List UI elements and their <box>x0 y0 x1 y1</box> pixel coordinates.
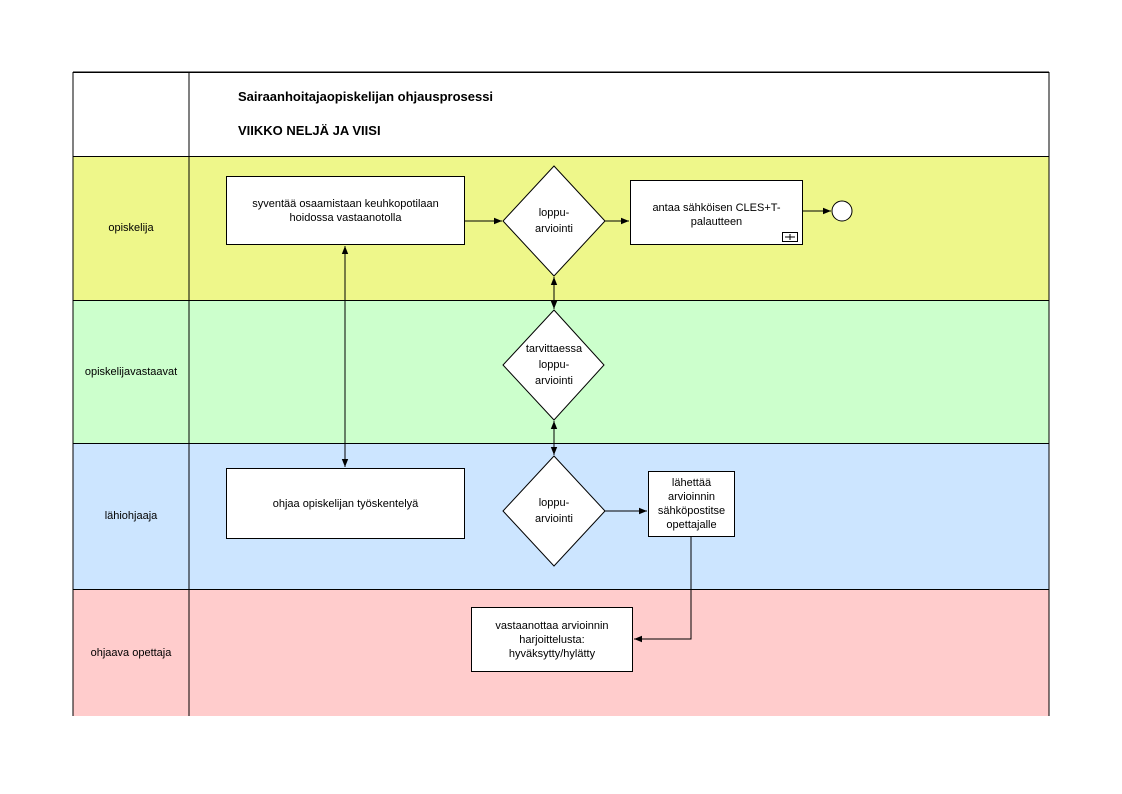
lane-label-opiskelija: opiskelija <box>108 222 154 234</box>
lane-label-ohjaava-opettaja: ohjaava opettaja <box>90 646 172 659</box>
decision-label-final-eval-2: loppu- arviointi <box>535 497 573 525</box>
task-send-evaluation: lähettää arvioinnin sähköpostitse opetta… <box>648 471 735 537</box>
lane-label-lahiohjaaja: lähiohjaaja <box>104 510 158 522</box>
task-give-feedback: antaa sähköisen CLES+T-palautteen <box>630 180 803 245</box>
task-guide-work: ohjaa opiskelijan työskentelyä <box>226 468 465 539</box>
sub-process-icon <box>782 232 798 242</box>
diagram-title: Sairaanhoitajaopiskelijan ohjausprosessi <box>238 89 494 104</box>
end-event-icon <box>831 200 853 222</box>
decision-label-final-eval-1: loppu- arviointi <box>535 207 573 235</box>
task-receive-evaluation: vastaanottaa arvioinnin harjoittelusta: … <box>471 607 633 672</box>
header-row <box>73 72 1049 156</box>
decision-final-eval-1 <box>502 165 606 277</box>
decision-final-eval-optional <box>502 309 605 421</box>
lane-label-opiskelijavastaavat: opiskelijavastaavat <box>84 365 178 378</box>
decision-label-final-eval-optional: tarvittaessa loppu- arviointi <box>525 343 583 387</box>
decision-final-eval-2 <box>502 455 606 567</box>
task-deepen-skills: syventää osaamistaan keuhkopotilaan hoid… <box>226 176 465 245</box>
flow-send-to-receive <box>634 537 692 643</box>
diagram-subtitle: VIIKKO NELJÄ JA VIISI <box>238 123 381 138</box>
